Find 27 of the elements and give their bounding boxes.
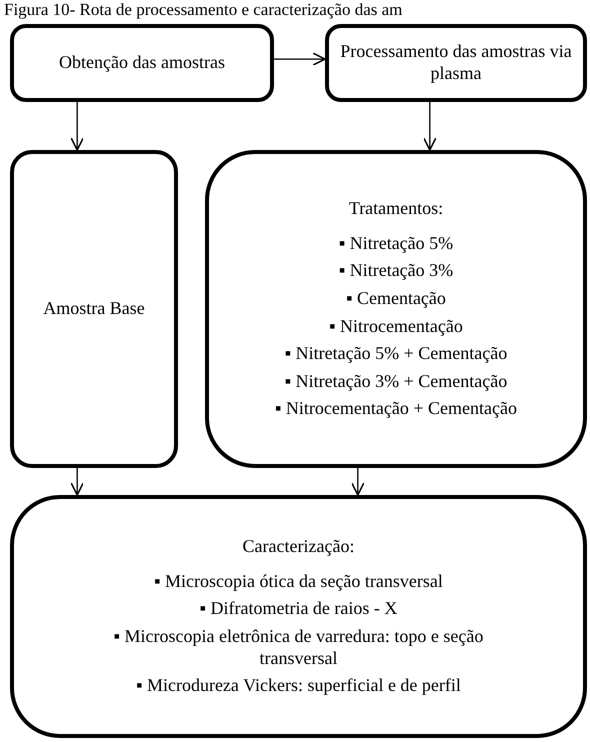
rounded-box <box>325 24 587 102</box>
rounded-box <box>10 150 178 468</box>
heading-text: Caracterização: <box>242 536 354 558</box>
list-item: ▪ Nitretação 3% + Cementação <box>284 370 508 392</box>
list-item: ▪ Cementação <box>346 288 446 310</box>
list-item: ▪ Nitretação 3% <box>338 260 454 282</box>
rounded-box <box>10 24 274 102</box>
heading-text: Tratamentos: <box>348 198 444 220</box>
arrow <box>70 102 84 151</box>
arrow <box>274 52 326 66</box>
list-item: ▪ Microdureza Vickers: superficial e de perfil <box>136 675 461 697</box>
list-item: ▪ Nitrocementação + Cementação <box>275 398 517 420</box>
figure-title: Figura 10- Rota de processamento e caracterização das am <box>4 0 402 20</box>
arrow <box>70 468 84 496</box>
list-item: ▪ Nitretação 5% <box>338 232 454 254</box>
list-item: ▪ Nitrocementação <box>329 316 463 338</box>
list-item: ▪ Difratometria de raios - X <box>200 598 398 620</box>
arrow <box>351 468 365 496</box>
rounded-box <box>10 495 587 738</box>
box-label: Amostra Base <box>43 298 145 320</box>
box-label: Processamento das amostras via plasma <box>339 41 573 85</box>
rounded-box <box>205 150 587 468</box>
list-item: ▪ Microscopia ótica da seção transversal <box>154 570 443 592</box>
list-item: ▪ Nitretação 5% + Cementação <box>284 343 508 365</box>
box-label: Obtenção das amostras <box>59 52 225 74</box>
list-item: ▪ Microscopia eletrônica de varredura: topo e seção transversal <box>112 626 484 670</box>
arrow <box>423 102 437 151</box>
